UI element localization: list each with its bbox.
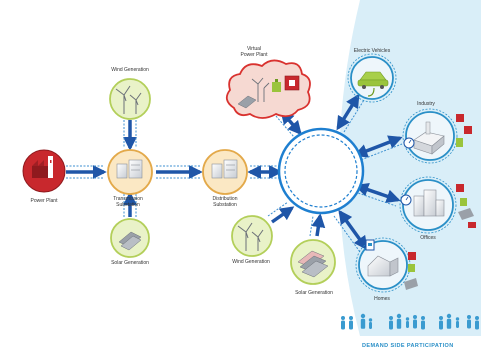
transmission-substation-label: Transmission Substation bbox=[113, 196, 143, 208]
substation-icon bbox=[211, 159, 238, 179]
offices-label: Offices bbox=[420, 235, 436, 241]
transmission-substation-node bbox=[107, 149, 153, 195]
industry-node bbox=[402, 108, 458, 164]
home-devices bbox=[404, 252, 418, 290]
distribution-substation-node bbox=[202, 149, 248, 195]
office-building-icon bbox=[413, 189, 445, 217]
solar-generation-bottom-node bbox=[290, 239, 336, 285]
meter-icon bbox=[400, 194, 412, 206]
meter-icon bbox=[403, 137, 415, 149]
office-devices bbox=[456, 184, 476, 228]
solar-generation-left-node bbox=[110, 218, 150, 258]
power-plant-node bbox=[22, 149, 66, 193]
people-icons bbox=[341, 313, 479, 330]
demand-side-participation-label: Demand Side Participation bbox=[362, 343, 454, 349]
wind-generation-bottom-node bbox=[231, 215, 273, 257]
factory-icon bbox=[32, 156, 53, 178]
battery-icon bbox=[272, 79, 281, 92]
virtual-power-plant-label: Virtual Power Plant bbox=[240, 46, 268, 58]
wind-turbine-icon bbox=[237, 222, 264, 251]
homes-label: Homes bbox=[374, 296, 390, 302]
substation-icon bbox=[116, 159, 143, 179]
industry-devices bbox=[456, 114, 472, 147]
wind-turbine-icon bbox=[251, 77, 270, 102]
industry-icon bbox=[413, 121, 445, 155]
distribution-substation-label: Distribution Substation bbox=[212, 196, 238, 208]
solar-panel-icon bbox=[297, 250, 329, 278]
virtual-power-plant-node bbox=[225, 59, 311, 119]
offices-node bbox=[399, 176, 457, 234]
generator-icon bbox=[284, 75, 300, 91]
solar-panel-icon bbox=[237, 95, 257, 109]
homes-node bbox=[355, 237, 411, 293]
house-icon bbox=[367, 255, 399, 277]
power-plant-label: Power Plant bbox=[30, 198, 58, 204]
solar-panel-icon bbox=[118, 231, 142, 251]
wind-generation-bottom-label: Wind Generation bbox=[232, 259, 270, 265]
grid-hub bbox=[277, 127, 365, 215]
electric-vehicles-label: Electric Vehicles bbox=[353, 48, 391, 54]
electric-vehicles-node bbox=[347, 53, 397, 103]
meter-icon bbox=[365, 239, 375, 251]
connectors bbox=[66, 93, 403, 253]
solar-generation-left-label: Solar Generation bbox=[111, 260, 149, 266]
car-charging-icon bbox=[357, 71, 389, 97]
wind-turbine-icon bbox=[115, 85, 142, 114]
solar-generation-bottom-label: Solar Generation bbox=[295, 290, 333, 296]
wind-generation-top-label: Wind Generation bbox=[111, 67, 149, 73]
wind-generation-top-node bbox=[109, 78, 151, 120]
industry-label: Industry bbox=[417, 101, 435, 107]
